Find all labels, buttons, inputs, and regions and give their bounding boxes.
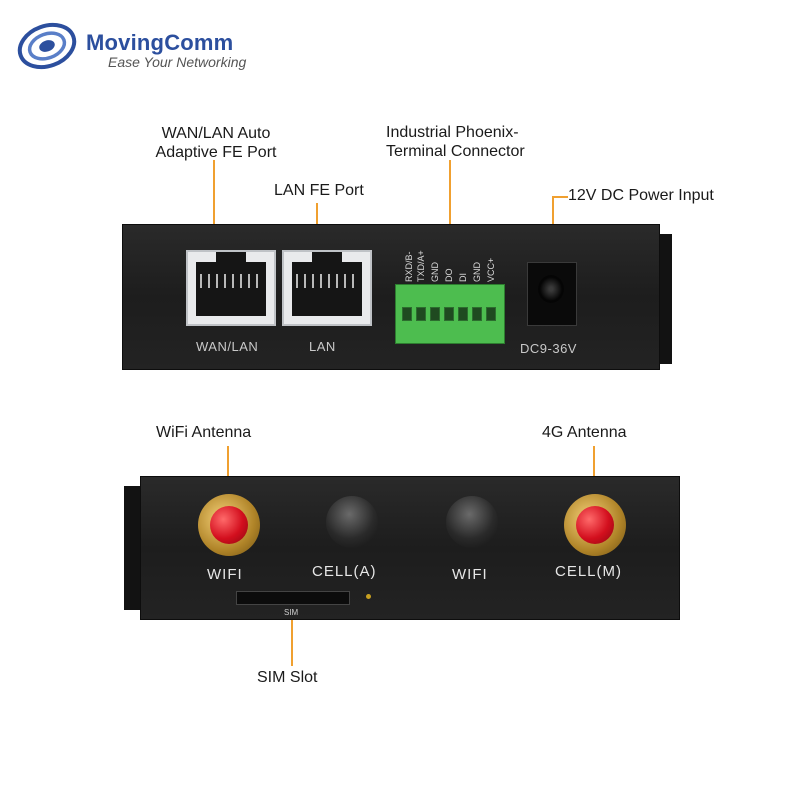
callout-wan-lan-line1: WAN/LAN Auto [161, 125, 271, 142]
lan-port-socket [292, 262, 362, 316]
lan-port-latch [311, 252, 343, 262]
callout-wifi-antenna: WiFi Antenna [156, 424, 252, 441]
terminal-screw [430, 307, 440, 321]
sim-slot-tag: SIM [284, 608, 299, 617]
status-led [366, 594, 371, 599]
callout-wan-lan-line2: Adaptive FE Port [155, 144, 277, 161]
phoenix-terminal-block [395, 284, 505, 344]
wifi-2-antenna-cap [446, 496, 498, 548]
callout-lan-port: LAN FE Port [274, 182, 364, 199]
antenna-label-cell-m: CELL(M) [555, 563, 623, 580]
lan-port-label: LAN [309, 339, 336, 354]
leader-wan-lan [213, 160, 215, 256]
wan-lan-port-latch [215, 252, 247, 262]
brand-name: MovingComm [86, 30, 234, 55]
callout-phoenix-line2: Terminal Connector [386, 143, 525, 160]
terminal-pin-label: RXD/B- [404, 251, 414, 282]
wan-lan-port-label: WAN/LAN [196, 339, 259, 354]
callout-wan-lan-port: WAN/LAN Auto Adaptive FE Port [140, 124, 292, 162]
wan-lan-port-pins [200, 274, 262, 288]
callout-phoenix-line1: Industrial Phoenix- [386, 124, 519, 141]
terminal-screw [458, 307, 468, 321]
terminal-pin-label: TXD/A+ [416, 250, 426, 282]
brand-tagline: Ease Your Networking [108, 54, 247, 70]
callout-dc-power: 12V DC Power Input [568, 187, 714, 204]
terminal-screw [416, 307, 426, 321]
dc-power-jack [527, 262, 577, 326]
leader-sim-slot [291, 610, 293, 666]
terminal-screw [444, 307, 454, 321]
sim-slot [236, 591, 350, 605]
terminal-pin-label: GND [430, 262, 440, 282]
terminal-pin-label: VCC+ [486, 257, 496, 282]
antenna-label-cell-a: CELL(A) [312, 563, 377, 580]
callout-4g-antenna: 4G Antenna [542, 424, 627, 441]
terminal-screw [472, 307, 482, 321]
callout-phoenix-connector: Industrial Phoenix- Terminal Connector [386, 123, 525, 161]
terminal-pin-label: GND [472, 262, 482, 282]
leader-phoenix [449, 160, 451, 260]
wifi-antenna-cap [210, 506, 248, 544]
leader-wifi-antenna [227, 446, 229, 498]
dc-power-label: DC9-36V [520, 341, 577, 356]
terminal-pin-label: DO [444, 268, 454, 283]
cell-m-antenna-cap [576, 506, 614, 544]
callout-sim-slot: SIM Slot [257, 669, 318, 686]
wan-lan-port-socket [196, 262, 266, 316]
wan-lan-port [186, 250, 276, 326]
lan-port-pins [296, 274, 358, 288]
terminal-pin-label: DI [458, 273, 468, 282]
terminal-screw [402, 307, 412, 321]
dc-power-jack-socket [538, 275, 564, 303]
antenna-label-wifi-2: WIFI [452, 566, 488, 583]
back-panel-flange [124, 486, 142, 610]
cell-a-antenna-cap [326, 496, 378, 548]
lan-port [282, 250, 372, 326]
brand-logo-icon [17, 22, 77, 70]
antenna-label-wifi: WIFI [207, 566, 243, 583]
terminal-screw [486, 307, 496, 321]
leader-4g-antenna [593, 446, 595, 498]
leader-dc-horizontal [552, 196, 568, 198]
